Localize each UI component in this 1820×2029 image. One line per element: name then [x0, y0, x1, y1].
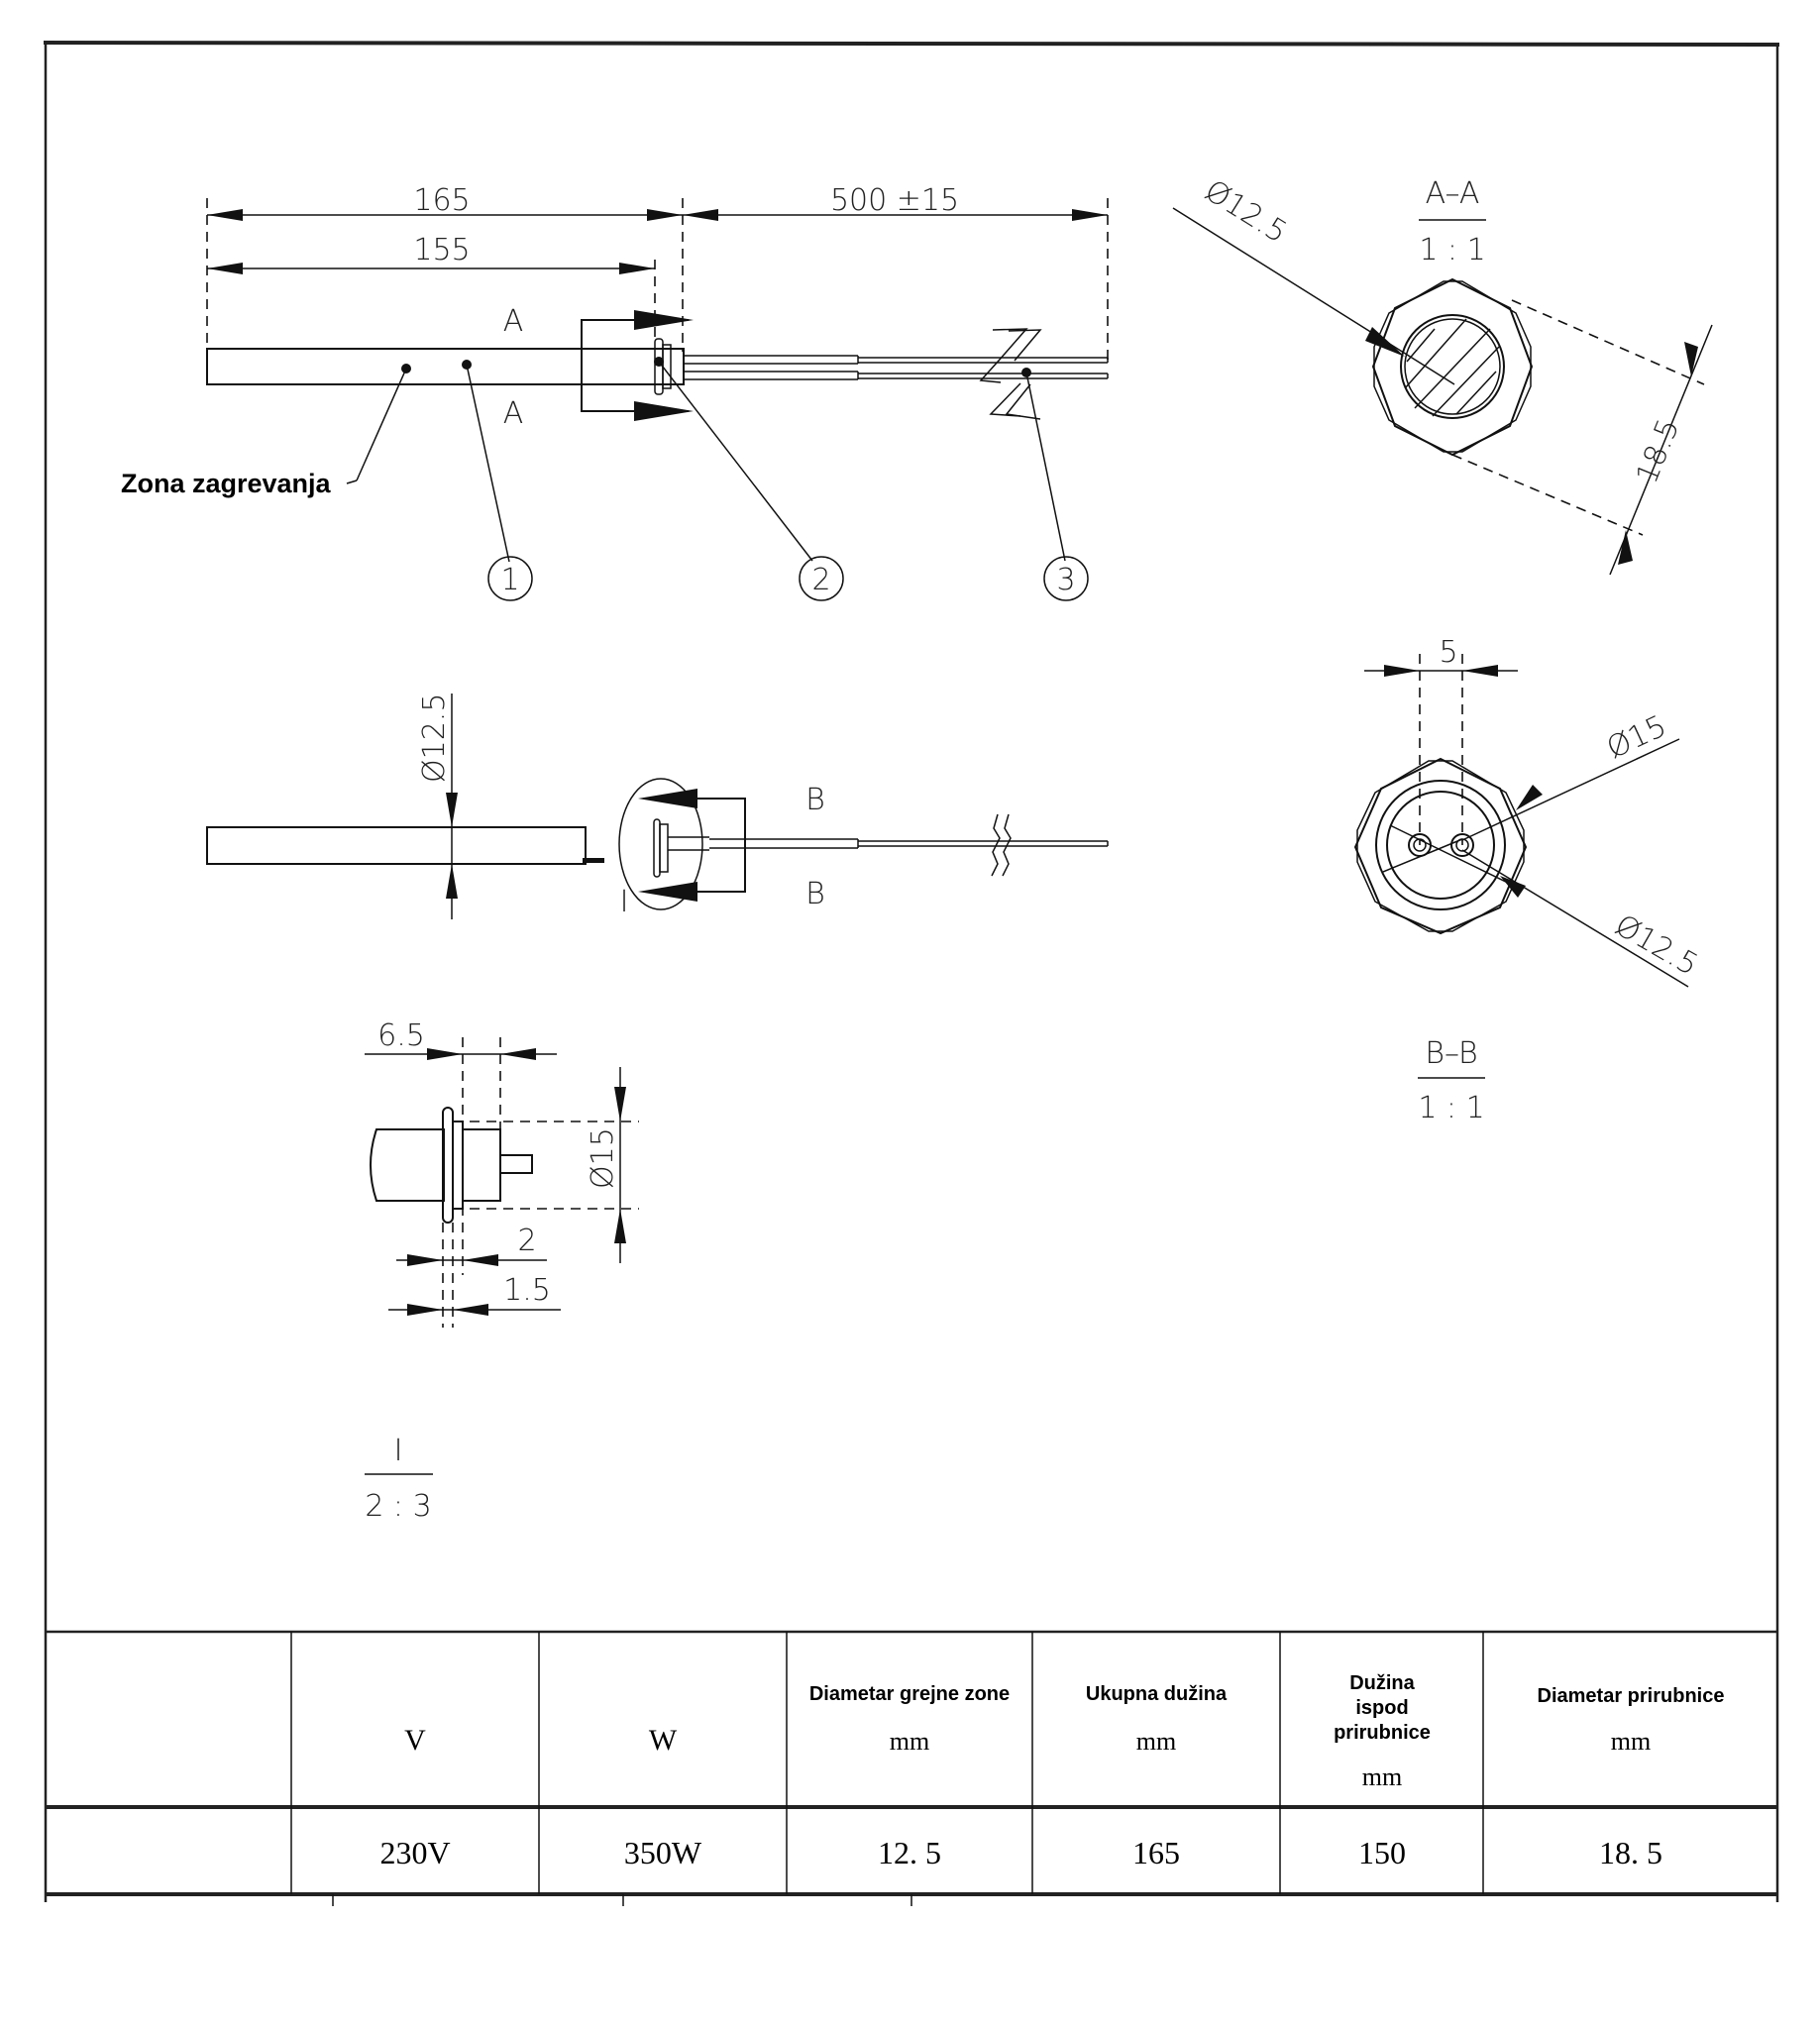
detail-circle	[618, 778, 703, 910]
dimension-heated-length: 155	[207, 233, 655, 274]
flange-hex-bb	[1353, 757, 1528, 935]
flange-hex	[1371, 277, 1534, 457]
dimension-total-length: 165	[207, 183, 683, 221]
aa-diameter-label: Ø12.5	[1199, 173, 1293, 251]
callout-2: 2	[799, 556, 844, 601]
svg-text:V: V	[404, 1724, 426, 1757]
svg-text:1: 1	[500, 563, 519, 597]
dim-6-5-label: 6.5	[377, 1018, 425, 1053]
header-cell-length-below-flange: Dužina ispod prirubnice mm	[1334, 1672, 1431, 1791]
section-b-top-label: B	[805, 783, 825, 817]
heating-rod-side	[206, 826, 587, 865]
svg-text:mm: mm	[1362, 1762, 1402, 1791]
detail-diameter-label: Ø15	[586, 1127, 620, 1189]
dim-1-5-label: 1.5	[503, 1273, 551, 1308]
section-a-top-label: A	[503, 304, 524, 339]
detail-title: I	[394, 1434, 403, 1468]
callout-1: 1	[487, 556, 533, 601]
header-cell-flange-diameter: Diametar prirubnice mm	[1538, 1685, 1725, 1756]
bb-outer-diameter-label: Ø15	[1602, 708, 1672, 766]
section-cut-b: B B	[638, 783, 825, 911]
section-a-bottom-label: A	[503, 396, 524, 431]
svg-text:Dužina: Dužina	[1349, 1672, 1415, 1694]
svg-text:ispod: ispod	[1355, 1697, 1408, 1719]
callout-3: 3	[1043, 556, 1089, 601]
detail-view: 6.5 Ø15 2 1.5 I 2 : 3	[365, 1018, 639, 1524]
svg-text:prirubnice: prirubnice	[1334, 1722, 1431, 1744]
dim-500-label: 500 ±15	[830, 183, 959, 218]
dim-165-label: 165	[413, 183, 470, 218]
section-cut-a: A A	[503, 304, 694, 431]
bb-pitch-label: 5	[1439, 635, 1457, 670]
svg-text:mm: mm	[1136, 1727, 1176, 1756]
drawing-frame	[43, 41, 1780, 1902]
section-bb-view: 5 Ø15 Ø12.5 B–B 1 : 1	[1353, 635, 1704, 1125]
svg-text:mm: mm	[1611, 1727, 1651, 1756]
cell-flange-diameter: 18. 5	[1599, 1835, 1662, 1870]
cell-length-below-flange: 150	[1358, 1835, 1406, 1870]
header-cell-heating-diameter: Diametar grejne zone mm	[809, 1683, 1010, 1756]
header-cell-voltage: V	[404, 1724, 426, 1757]
section-aa-title: A–A	[1426, 176, 1480, 211]
cell-power: 350W	[624, 1835, 702, 1870]
aa-flange-label: 18.5	[1630, 414, 1686, 488]
side-diameter-label: Ø12.5	[417, 694, 452, 783]
dimension-cable-length: 500 ±15	[683, 183, 1108, 221]
spec-table: V W Diametar grejne zone mm Ukupna dužin…	[46, 1630, 1777, 1906]
section-bb-title: B–B	[1425, 1036, 1477, 1071]
section-bb-scale: 1 : 1	[1418, 1091, 1484, 1125]
svg-text:3: 3	[1056, 563, 1075, 597]
detail-mark-label: I	[620, 885, 629, 919]
side-view: Ø12.5 B B I	[206, 694, 1109, 919]
svg-text:Ukupna dužina: Ukupna dužina	[1086, 1683, 1228, 1705]
cell-voltage: 230V	[379, 1835, 450, 1870]
cell-total-length: 165	[1132, 1835, 1180, 1870]
svg-text:Diametar grejne zone: Diametar grejne zone	[809, 1683, 1010, 1705]
detail-scale: 2 : 3	[365, 1489, 431, 1524]
heating-zone-label: Zona zagrevanja	[121, 469, 332, 498]
cell-heating-diameter: 12. 5	[878, 1835, 941, 1870]
front-view: 165 155 500 ±15	[121, 183, 1109, 601]
heating-rod	[206, 348, 685, 385]
section-aa-scale: 1 : 1	[1419, 233, 1485, 267]
bb-inner-diameter-label: Ø12.5	[1609, 908, 1704, 984]
dim-2-label: 2	[517, 1224, 536, 1258]
svg-text:mm: mm	[890, 1727, 929, 1756]
section-b-bottom-label: B	[805, 877, 825, 911]
break-symbol	[979, 328, 1042, 420]
svg-text:Diametar prirubnice: Diametar prirubnice	[1538, 1685, 1725, 1707]
svg-text:W: W	[649, 1724, 678, 1757]
header-cell-power: W	[649, 1724, 678, 1757]
section-aa-view: A–A 1 : 1 Ø12.5 18.5	[1172, 173, 1713, 576]
header-cell-total-length: Ukupna dužina mm	[1086, 1683, 1228, 1756]
svg-text:2: 2	[811, 563, 830, 597]
dim-155-label: 155	[413, 233, 470, 267]
table-row: 230V 350W 12. 5 165 150 18. 5	[379, 1835, 1662, 1870]
